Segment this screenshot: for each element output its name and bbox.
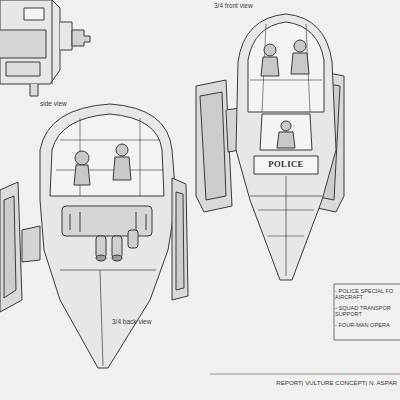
front-view-drawing-part: [254, 156, 318, 174]
back-view-drawing-part: [62, 206, 152, 236]
police-plaque: POLICE: [268, 160, 304, 170]
view-label: side view: [40, 100, 67, 107]
back-view-drawing-part: [22, 226, 40, 262]
spec-note: - FOUR-MAN OPERA: [335, 322, 397, 328]
back-view-drawing-part: [96, 255, 106, 261]
side-view-drawing-part: [0, 0, 60, 84]
back-view-drawing-part: [74, 165, 90, 185]
back-view-drawing-part: [112, 255, 122, 261]
side-view-drawing-part: [0, 30, 46, 58]
back-view-drawing-part: [4, 196, 16, 298]
back-view-drawing-part: [0, 182, 22, 312]
side-view-drawing-part: [52, 0, 53, 84]
back-view-drawing-part: [70, 212, 146, 232]
back-view-drawing-part: [96, 230, 138, 258]
back-view-drawing-part: [75, 151, 89, 165]
view-label: 3/4 front view: [214, 2, 253, 9]
back-view-drawing-part: [56, 118, 164, 196]
back-view-drawing-part: [116, 144, 128, 156]
spec-note: - SQUAD TRANSPOR SUPPORT: [335, 305, 397, 318]
front-view-drawing-part: [277, 132, 295, 148]
front-view-drawing-part: [261, 57, 279, 76]
back-view-drawing-part: [40, 104, 176, 368]
front-view-drawing-part: [281, 121, 291, 131]
front-view-drawing-part: [250, 176, 322, 276]
side-view-drawing-part: [6, 62, 40, 76]
side-view-drawing-part: [30, 84, 38, 96]
front-view-drawing-part: [196, 80, 232, 212]
notes-frame-part: [334, 284, 400, 340]
back-view-drawing: [0, 104, 188, 368]
back-view-drawing-part-part: [128, 230, 138, 248]
side-view-drawing: [0, 0, 90, 96]
front-view-drawing-part: [200, 92, 226, 200]
notes-frame-part: [210, 374, 400, 375]
front-view-drawing-part: [291, 53, 309, 74]
front-view-drawing-part: [264, 44, 276, 56]
front-view-drawing: [196, 14, 344, 280]
back-view-drawing-part: [60, 270, 156, 366]
back-view-drawing-part: [176, 192, 184, 290]
front-view-drawing-part: [236, 14, 336, 280]
notes-frame: [210, 284, 400, 374]
front-view-drawing-part: [248, 22, 324, 112]
back-view-drawing-part: [50, 114, 164, 196]
front-view-drawing-part: [258, 210, 314, 236]
back-view-drawing-part: [172, 178, 188, 300]
side-view-drawing-part: [72, 30, 90, 46]
side-view-drawing-part: [60, 22, 72, 50]
spec-note: - POLICE SPECIAL FO AIRCRAFT: [335, 288, 397, 301]
front-view-drawing-part: [260, 114, 312, 150]
back-view-drawing-part: [113, 157, 131, 180]
side-view-drawing-part: [24, 8, 44, 20]
front-view-drawing-part: [250, 24, 322, 112]
view-label: 3/4 back view: [112, 318, 151, 325]
report-caption: REPORT| VULTURE CONCEPT| N. ASPAR: [276, 379, 397, 386]
front-view-drawing-part: [294, 40, 306, 52]
